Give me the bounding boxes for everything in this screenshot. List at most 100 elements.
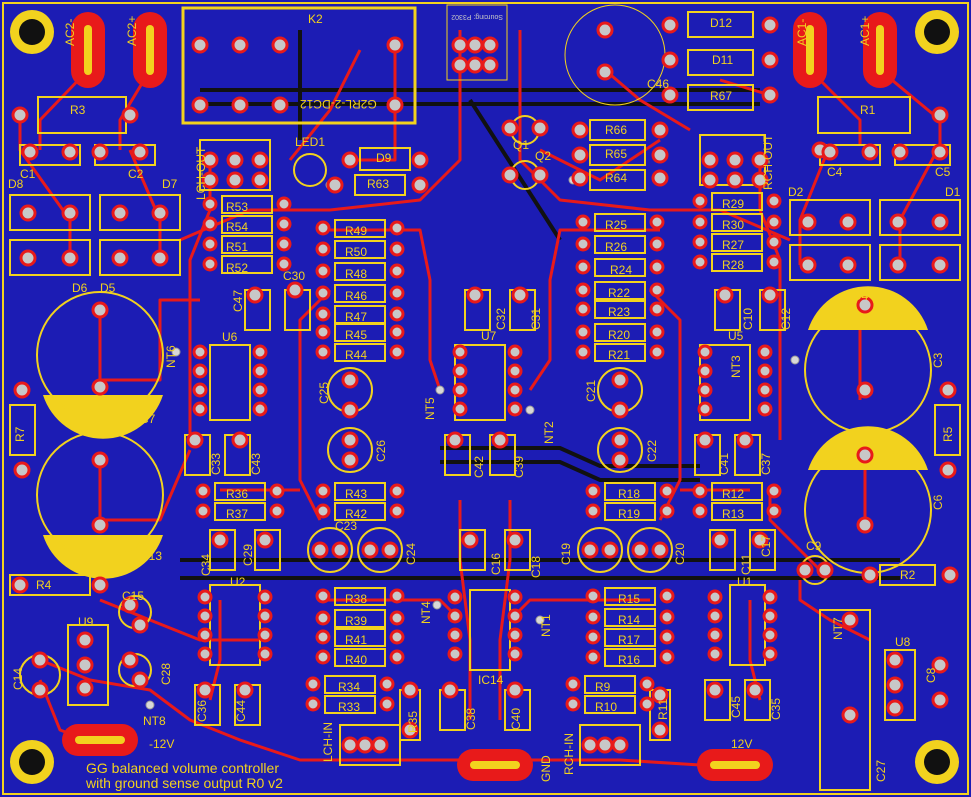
- mounting-hole: [19, 749, 45, 775]
- component-label-c42: C42: [472, 455, 486, 478]
- ic-pin-pad: [762, 608, 778, 624]
- component-pad: [856, 516, 874, 534]
- component-label-r63: R63: [367, 177, 390, 191]
- resistor-body: [334, 323, 386, 342]
- resistor-pad: [202, 216, 218, 232]
- component-pad: [651, 169, 669, 187]
- component-label-c26: C26: [374, 439, 388, 462]
- component-label-c34: C34: [199, 553, 213, 576]
- component-pad: [61, 249, 79, 267]
- resistor-body: [604, 608, 656, 627]
- resistor-pad: [276, 196, 292, 212]
- component-pad: [796, 561, 814, 579]
- component-label-r46: R46: [345, 289, 368, 303]
- ic-pin-pad: [507, 344, 523, 360]
- ic-pin-pad: [697, 363, 713, 379]
- ic-pin-pad: [257, 589, 273, 605]
- component-pad: [76, 679, 94, 697]
- component-label-c17: C17: [759, 534, 773, 557]
- resistor-pad: [276, 256, 292, 272]
- resistor-body: [324, 675, 376, 694]
- component-pad: [931, 213, 949, 231]
- ic-pin-pad: [507, 401, 523, 417]
- component-label-c29: C29: [241, 543, 255, 566]
- component-pad: [341, 371, 359, 389]
- resistor-body: [594, 235, 646, 254]
- resistor-pad: [389, 324, 405, 340]
- ic-pin-pad: [507, 589, 523, 605]
- component-pad: [236, 681, 254, 699]
- component-pad: [931, 691, 949, 709]
- resistor-pad: [585, 503, 601, 519]
- component-label-r37: R37: [226, 507, 249, 521]
- power-connector-slot: [75, 736, 125, 744]
- component-label-r48: R48: [345, 267, 368, 281]
- component-pad: [411, 151, 429, 169]
- component-label-r27: R27: [722, 238, 745, 252]
- ic-pin-pad: [197, 627, 213, 643]
- resistor-body: [594, 323, 646, 342]
- component-label-u6: U6: [222, 330, 238, 344]
- component-label-u2: U2: [230, 575, 246, 589]
- component-pad: [651, 121, 669, 139]
- relay-part-label: G2RL-2-DC12: [300, 97, 377, 111]
- component-label-led1: LED1: [295, 135, 326, 149]
- component-pad: [931, 106, 949, 124]
- component-pad: [401, 721, 419, 739]
- power-connector-slot: [710, 761, 760, 769]
- resistor-body: [334, 343, 386, 362]
- component-label-c21: C21: [584, 379, 598, 402]
- component-pad: [491, 431, 509, 449]
- resistor-pad: [766, 483, 782, 499]
- resistor-body: [711, 502, 763, 521]
- component-pad: [21, 143, 39, 161]
- component-pad: [856, 381, 874, 399]
- resistor-pad: [202, 236, 218, 252]
- component-pad: [939, 461, 957, 479]
- component-label-c23: C23: [335, 519, 358, 533]
- ac-connector-slot: [806, 25, 814, 75]
- component-pad: [841, 611, 859, 629]
- component-pad: [11, 106, 29, 124]
- component-pad: [706, 681, 724, 699]
- component-pad: [571, 146, 589, 164]
- resistor-pad: [389, 344, 405, 360]
- component-pad: [481, 36, 499, 54]
- component-pad: [701, 151, 719, 169]
- component-pad: [466, 56, 484, 74]
- component-pad: [251, 171, 269, 189]
- component-label-c47: C47: [231, 289, 245, 312]
- component-pad: [751, 531, 769, 549]
- component-pad: [939, 381, 957, 399]
- component-label-r23: R23: [608, 305, 631, 319]
- component-label-d4: D4: [853, 289, 869, 303]
- component-pad: [226, 151, 244, 169]
- component-label-c35: C35: [769, 697, 783, 720]
- component-pad: [341, 431, 359, 449]
- resistor-body: [711, 192, 763, 211]
- component-label-r40: R40: [345, 653, 368, 667]
- component-label-r42: R42: [345, 507, 368, 521]
- resistor-pad: [585, 483, 601, 499]
- component-pad: [886, 699, 904, 717]
- resistor-pad: [585, 609, 601, 625]
- component-label-d11: D11: [712, 53, 734, 67]
- component-label-c27: C27: [874, 759, 888, 782]
- ic-pin-pad: [707, 646, 723, 662]
- component-label-r34: R34: [338, 680, 361, 694]
- resistor-body: [334, 482, 386, 501]
- resistor-body: [221, 195, 273, 214]
- ic-pin-pad: [257, 646, 273, 662]
- resistor-pad: [659, 503, 675, 519]
- resistor-pad: [389, 220, 405, 236]
- resistor-pad: [389, 263, 405, 279]
- component-pad: [19, 204, 37, 222]
- component-pad: [651, 541, 669, 559]
- component-label-r66: R66: [605, 123, 628, 137]
- component-pad: [711, 531, 729, 549]
- component-label-c37: C37: [759, 452, 773, 475]
- resistor-body: [334, 284, 386, 303]
- component-label-c4: C4: [827, 165, 843, 179]
- component-label-u8: U8: [895, 635, 911, 649]
